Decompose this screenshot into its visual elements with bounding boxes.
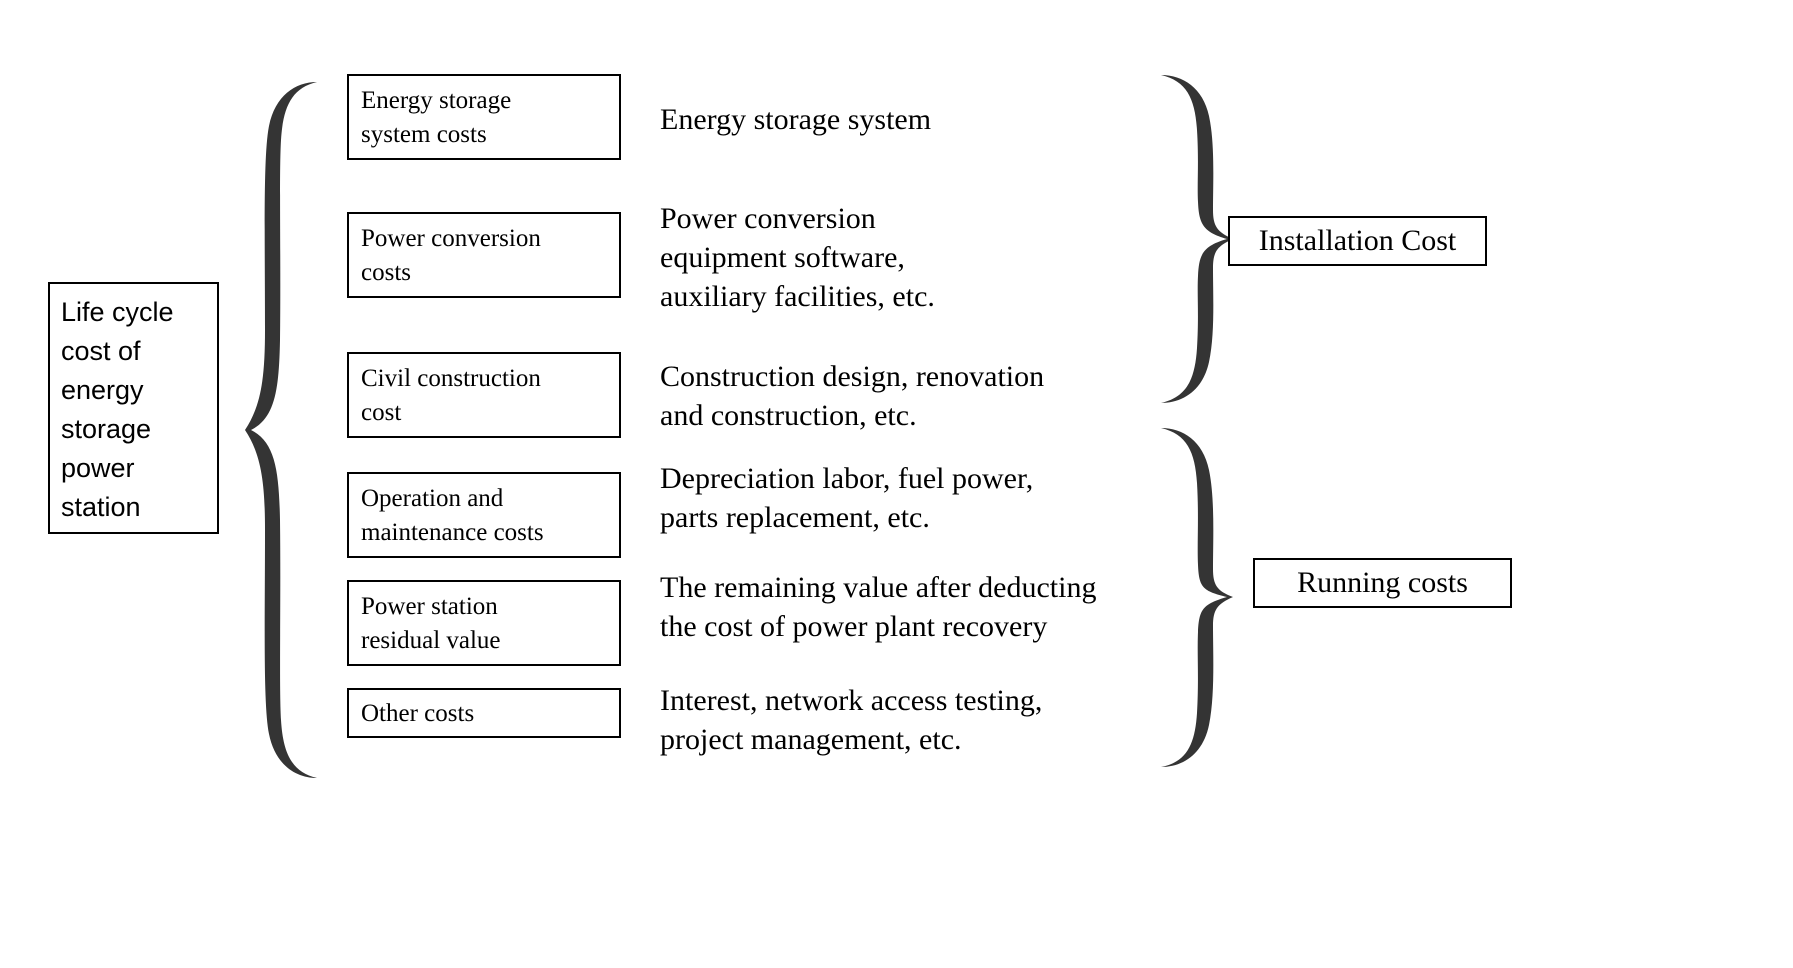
category-box-other-costs: Other costs (347, 688, 621, 738)
description-energy-storage-system-costs: Energy storage system (660, 103, 932, 136)
description-operation-and-maintenance-costs: Depreciation labor, fuel power, parts re… (660, 462, 1034, 534)
category-box-energy-storage-system-costs: Energy storage system costs (347, 74, 621, 160)
description-power-conversion-costs: Power conversion equipment software, aux… (660, 202, 935, 313)
description-power-station-residual-value: The remaining value after deducting the … (660, 571, 1097, 643)
description-other-costs: Interest, network access testing, projec… (660, 684, 1043, 756)
category-box-power-station-residual-value: Power station residual value (347, 580, 621, 666)
group-box-installation-cost: Installation Cost (1228, 216, 1487, 266)
root-node-life-cycle-cost: Life cycle cost of energy storage power … (48, 282, 219, 534)
category-box-power-conversion-costs: Power conversion costs (347, 212, 621, 298)
group-box-running-costs: Running costs (1253, 558, 1512, 608)
right-curly-brace-installation-icon (1161, 75, 1233, 403)
category-box-operation-and-maintenance-costs: Operation and maintenance costs (347, 472, 621, 558)
left-curly-brace-icon (245, 82, 317, 778)
category-box-civil-construction-cost: Civil construction cost (347, 352, 621, 438)
description-civil-construction-cost: Construction design, renovation and cons… (660, 360, 1045, 432)
right-curly-brace-running-icon (1161, 428, 1233, 767)
